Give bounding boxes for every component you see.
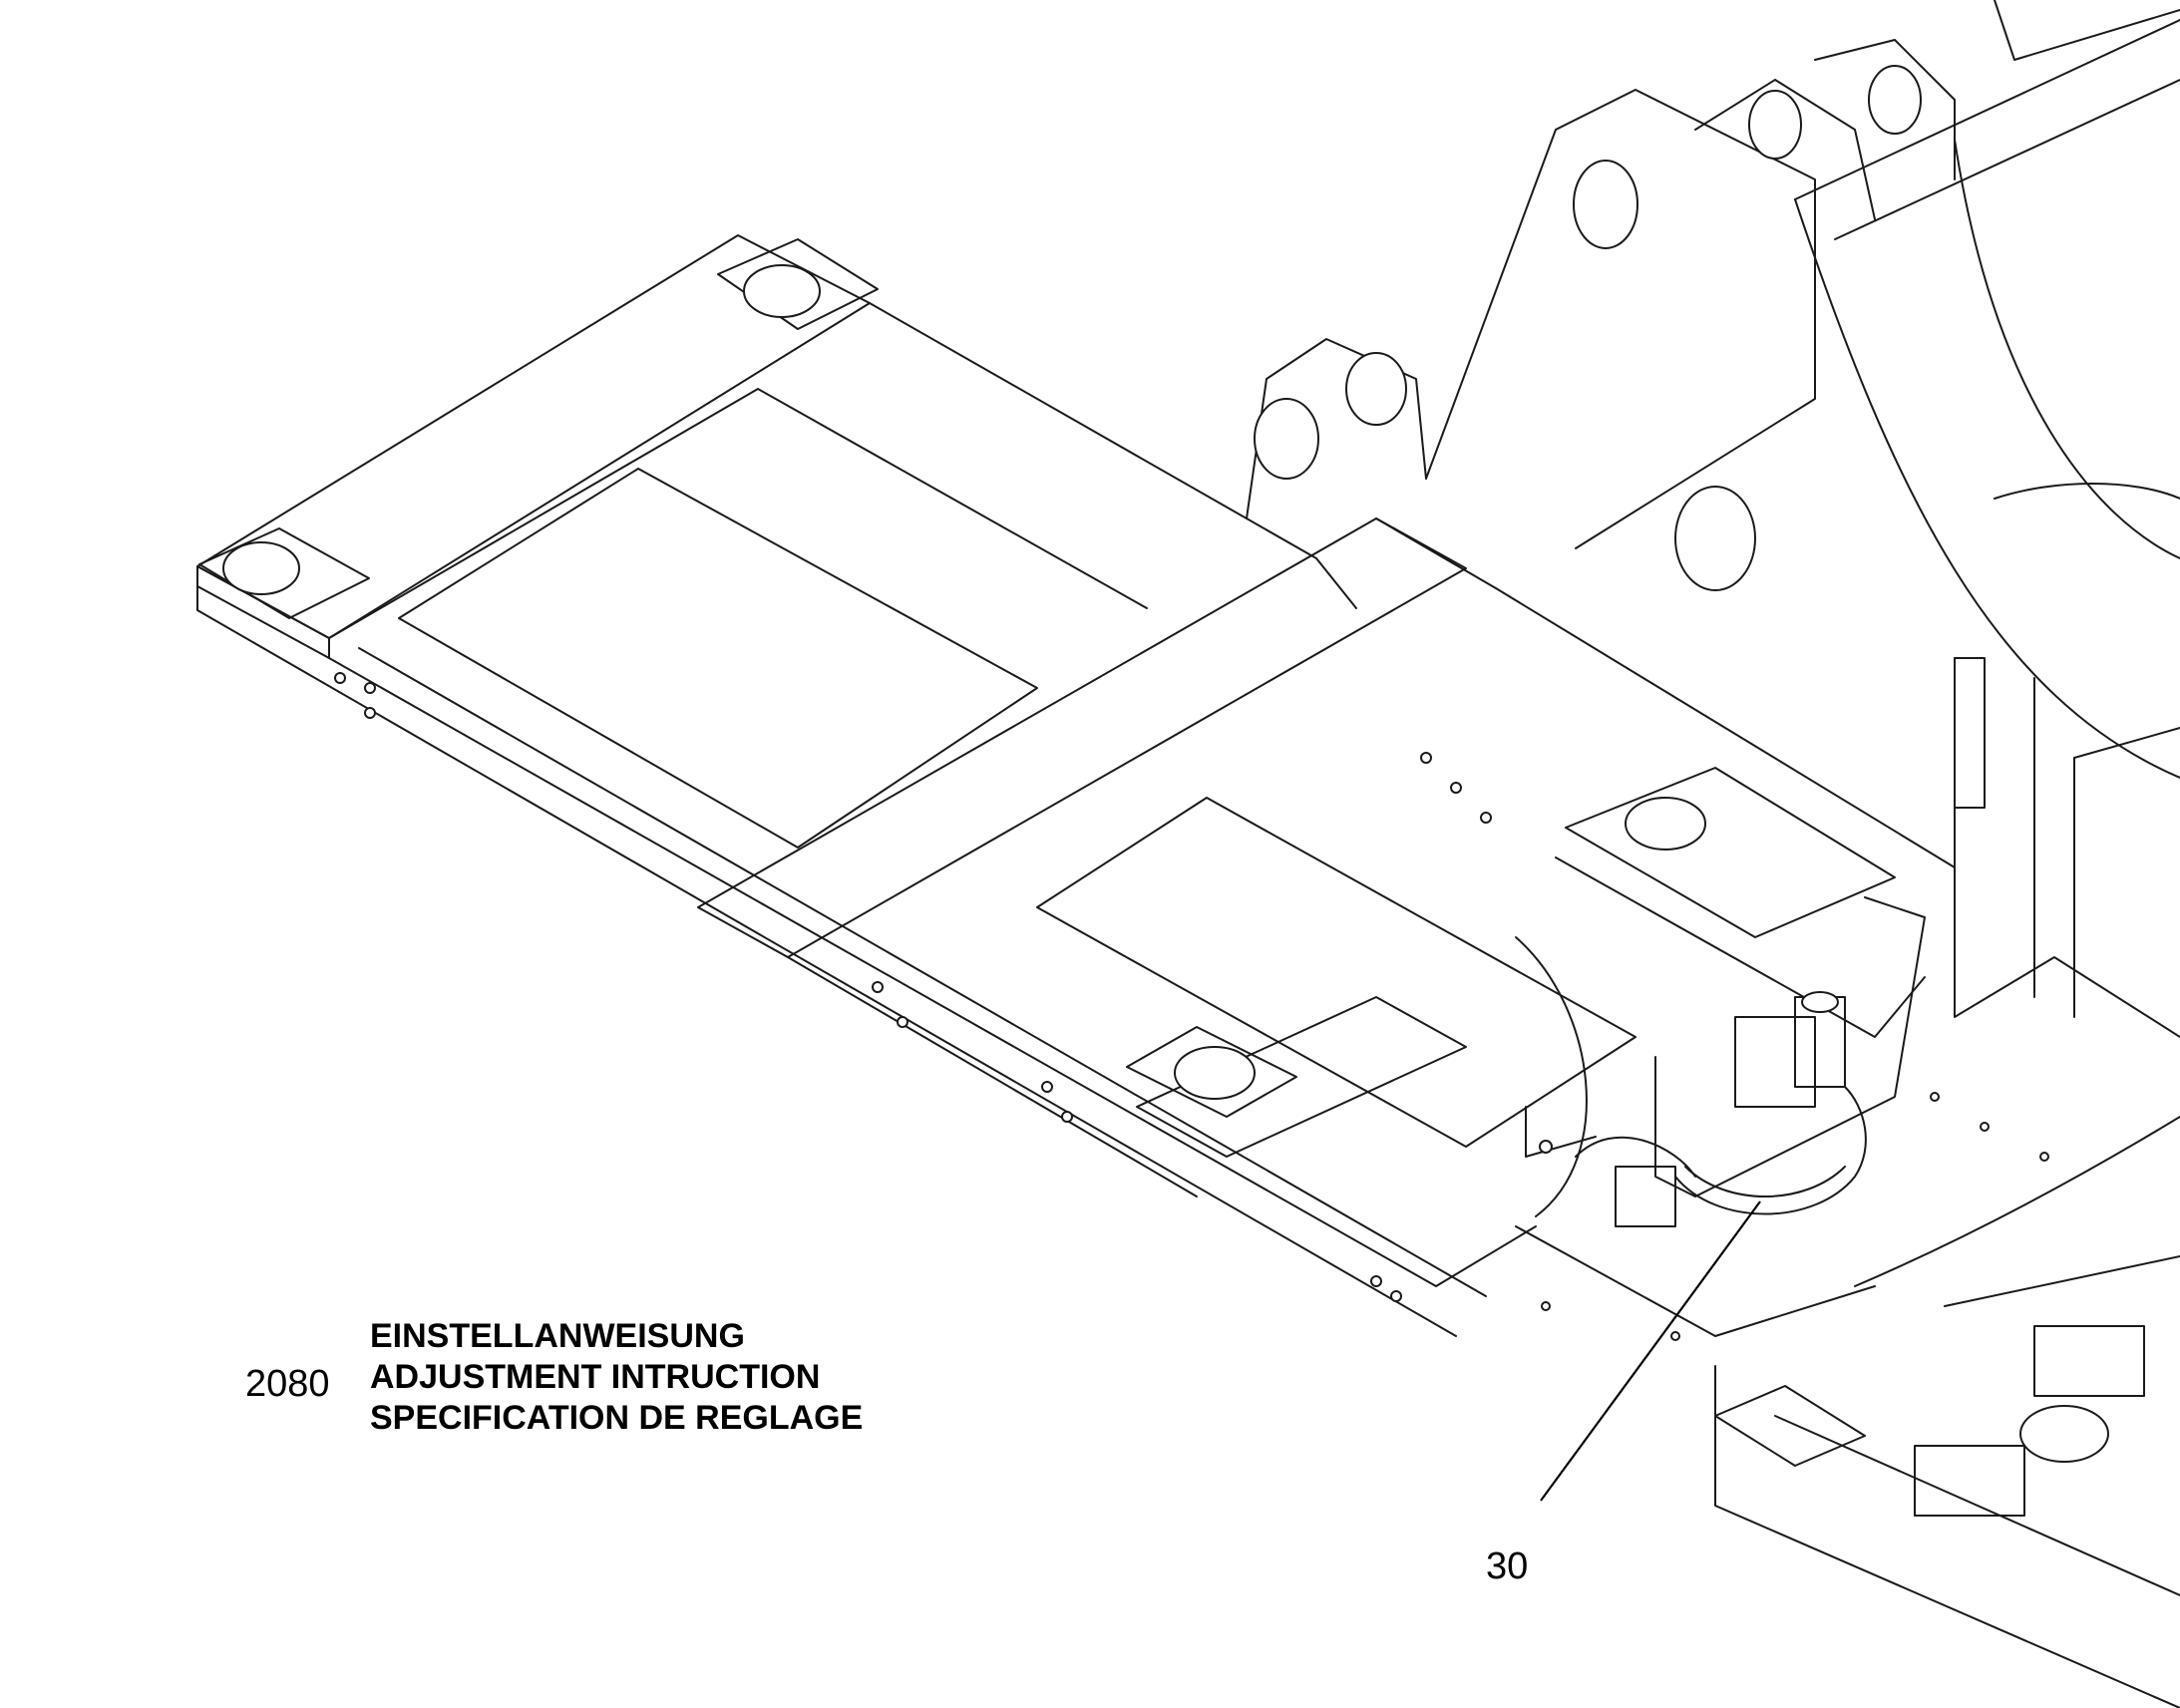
fastener-holes bbox=[334, 672, 2049, 1341]
instruction-title-en: ADJUSTMENT INTRUCTION bbox=[370, 1358, 821, 1396]
instruction-code: 2080 bbox=[245, 1363, 330, 1405]
valve-assembly bbox=[1525, 896, 1926, 1227]
instruction-title-de: EINSTELLANWEISUNG bbox=[370, 1317, 745, 1355]
callout-30-leader bbox=[1540, 1200, 1761, 1502]
right-structure bbox=[1515, 657, 2180, 1708]
mount-pads bbox=[198, 238, 2109, 1467]
instruction-title-fr: SPECIFICATION DE REGLAGE bbox=[370, 1399, 864, 1437]
main-frame bbox=[196, 234, 1956, 1337]
tower-brackets bbox=[1246, 0, 2180, 779]
instruction-titles: EINSTELLANWEISUNG ADJUSTMENT INTRUCTION … bbox=[370, 1316, 863, 1439]
callout-30-label: 30 bbox=[1486, 1545, 1529, 1587]
